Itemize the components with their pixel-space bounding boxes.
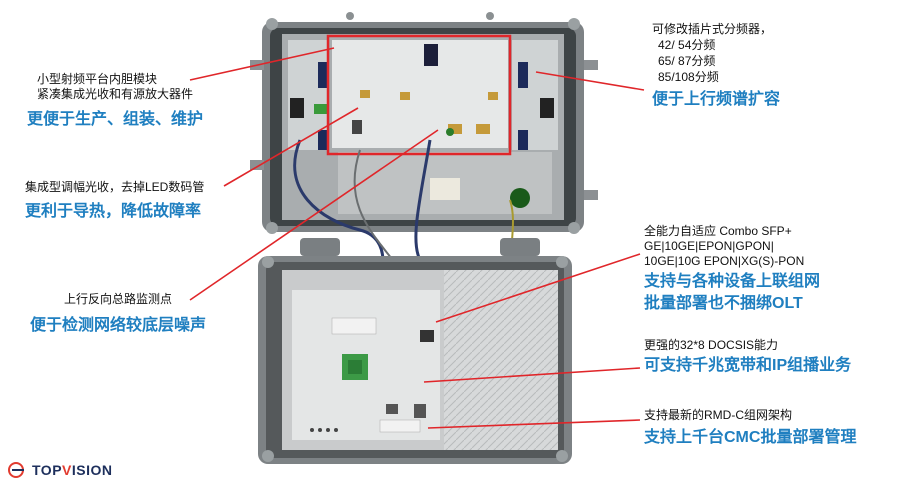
rmd-benefit: 支持上千台CMC批量部署管理: [644, 429, 857, 446]
splitter-line-2: 42/ 54分频: [658, 38, 716, 52]
logo-text: TOPVISION: [32, 462, 113, 478]
topvision-logo: TOPVISION: [8, 462, 113, 478]
rmd-note: 支持最新的RMD-C组网架构: [644, 408, 792, 422]
docsis-benefit: 可支持千兆宽带和IP组播业务: [644, 357, 852, 374]
sfp-benefit-1: 支持与各种设备上联组网: [644, 273, 821, 290]
optical-receiver-benefit: 更利于导热，降低故障率: [25, 203, 202, 220]
topvision-logo-icon: [8, 462, 24, 478]
sfp-line-1: 全能力自适应 Combo SFP+: [644, 224, 792, 238]
splitter-benefit: 便于上行频谱扩容: [652, 91, 781, 108]
bottom-housing: [258, 256, 572, 464]
splitter-line-1: 可修改插片式分频器，: [652, 22, 773, 36]
rf-module-line-2: 紧凑集成光收和有源放大器件: [37, 87, 194, 101]
docsis-note: 更强的32*8 DOCSIS能力: [644, 338, 779, 352]
sfp-line-3: 10GE|10G EPON|XG(S)-PON: [644, 254, 805, 268]
monitor-point-benefit: 便于检测网络较底层噪声: [30, 317, 207, 334]
monitor-point-note: 上行反向总路监测点: [64, 292, 173, 306]
sfp-line-2: GE|10GE|EPON|GPON|: [644, 239, 774, 253]
splitter-line-4: 85/108分频: [658, 70, 719, 84]
rf-module-benefit: 更便于生产、组装、维护: [27, 111, 204, 128]
sfp-benefit-2: 批量部署也不捆绑OLT: [644, 295, 803, 312]
rf-module-line-1: 小型射频平台内胆模块: [37, 72, 158, 86]
top-housing: [250, 12, 598, 234]
leader-lines: [189, 47, 645, 429]
splitter-line-3: 65/ 87分频: [658, 54, 716, 68]
optical-receiver-note: 集成型调幅光收，去掉LED数码管: [25, 180, 205, 194]
